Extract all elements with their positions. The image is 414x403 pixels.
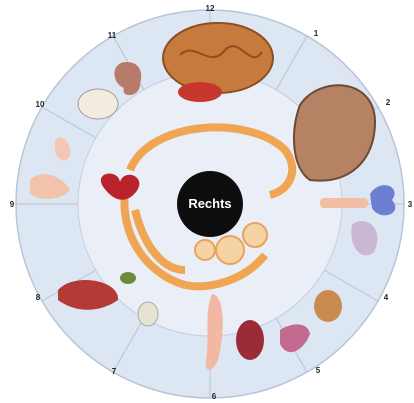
hour-label-9: 9	[10, 200, 15, 209]
hour-label-7: 7	[112, 367, 117, 376]
center-label: Rechts	[188, 196, 231, 211]
hour-label-8: 8	[36, 293, 41, 302]
hour-label-6: 6	[212, 392, 217, 401]
hour-label-11: 11	[108, 31, 117, 40]
skull-icon	[78, 89, 118, 119]
hour-label-5: 5	[316, 366, 321, 375]
hour-label-12: 12	[206, 4, 215, 13]
testicle-icon	[314, 290, 342, 322]
hour-label-3: 3	[408, 200, 413, 209]
hour-label-2: 2	[386, 98, 391, 107]
hour-label-10: 10	[36, 100, 45, 109]
hour-label-1: 1	[314, 29, 319, 38]
kidney-icon	[236, 320, 264, 360]
hour-label-4: 4	[384, 293, 389, 302]
bladder-icon	[138, 302, 158, 326]
gallbladder-icon	[120, 272, 136, 284]
